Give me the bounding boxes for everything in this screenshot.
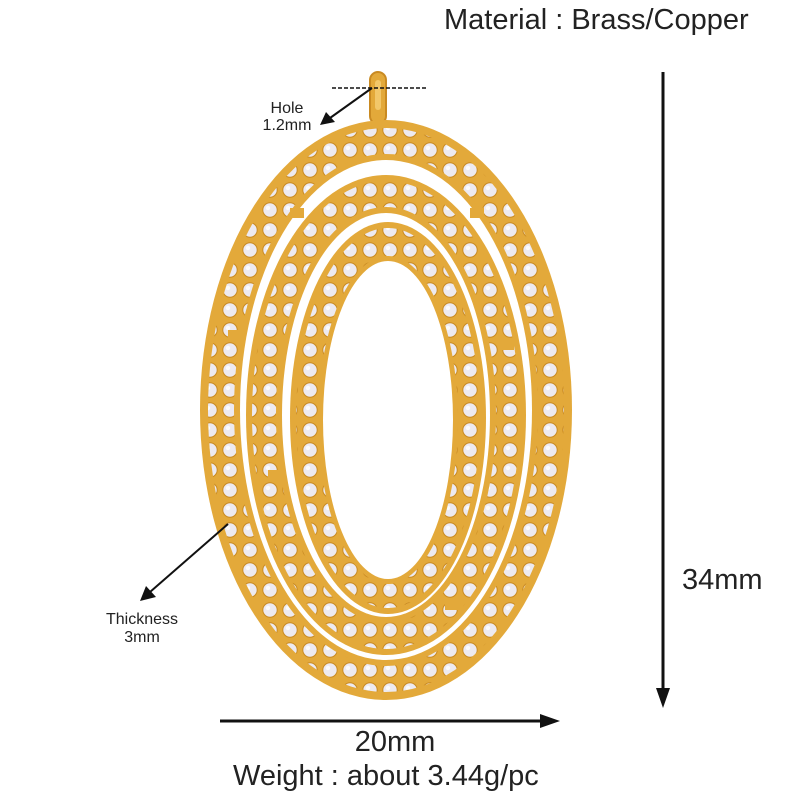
weight-label: Weight : about 3.44g/pc <box>233 760 539 792</box>
hole-title: Hole <box>270 100 304 117</box>
height-arrow-icon <box>656 72 670 708</box>
bail-loop <box>369 71 387 125</box>
height-label: 34mm <box>682 564 763 596</box>
thickness-value: 3mm <box>124 629 160 646</box>
hole-arrow-icon <box>320 87 373 125</box>
thickness-title: Thickness <box>105 611 179 628</box>
width-arrow-icon <box>220 714 560 728</box>
thickness-label: Thickness 3mm <box>86 611 198 647</box>
material-label: Material : Brass/Copper <box>444 4 749 36</box>
ring-connectors <box>228 208 514 610</box>
hole-label: Hole 1.2mm <box>250 100 324 134</box>
pendant-inner-ring <box>290 222 486 614</box>
thickness-arrow-icon <box>140 523 229 601</box>
hole-value: 1.2mm <box>262 117 312 134</box>
width-label: 20mm <box>354 726 436 758</box>
